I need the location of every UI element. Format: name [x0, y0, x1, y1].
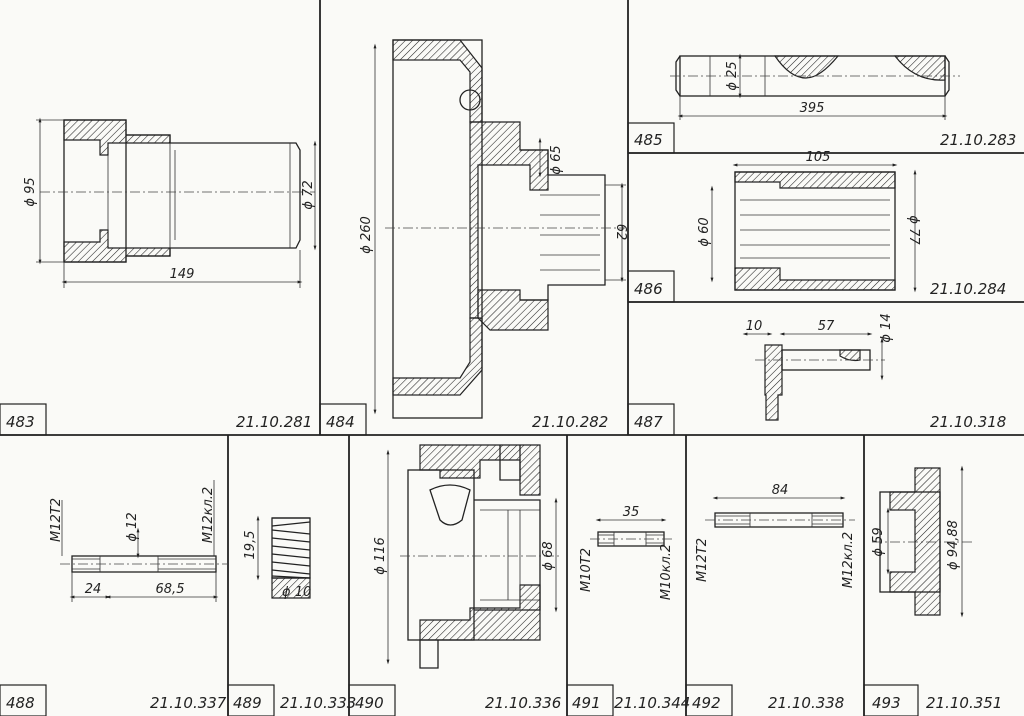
label-cells: 483 21.10.281 484 21.10.282 485 21.10.28… — [0, 122, 1016, 716]
dim-493-dia94-88: ϕ 94,88 — [946, 520, 961, 570]
dim-491-m10kl2: M10кл.2 — [659, 544, 674, 600]
dim-483-dia72: ϕ 72 — [301, 180, 316, 209]
dim-490-dia116: ϕ 116 — [373, 537, 388, 575]
dim-487-10: 10 — [746, 319, 763, 334]
panel-number-491: 491 — [572, 694, 601, 712]
panel-number-487: 487 — [634, 413, 663, 431]
panel-number-493: 493 — [872, 694, 901, 712]
part-492-drawing: 84 M12T2 M12кл.2 — [695, 483, 856, 588]
dim-489-19-5: 19,5 — [243, 531, 258, 560]
dim-492-84: 84 — [772, 483, 789, 498]
dim-488-m12t2: M12T2 — [49, 498, 64, 542]
panel-code-485: 21.10.283 — [940, 131, 1016, 149]
part-490-drawing: ϕ 116 ϕ 68 — [373, 444, 560, 669]
part-483-drawing: ϕ 95 ϕ 72 149 — [23, 117, 317, 288]
dim-492-m12t2: M12T2 — [695, 538, 710, 582]
dim-487-dia14: ϕ 14 — [879, 313, 894, 342]
panel-code-483: 21.10.281 — [236, 413, 312, 431]
panel-code-491: 21.10.344 — [614, 694, 690, 712]
part-486-drawing: 105 ϕ 60 ϕ 77 — [697, 150, 921, 293]
dim-488-dia12: ϕ 12 — [125, 512, 140, 541]
panel-number-488: 488 — [6, 694, 35, 712]
dim-493-dia59: ϕ 59 — [871, 527, 886, 556]
panel-code-493: 21.10.351 — [926, 694, 1002, 712]
dim-492-m12kl2: M12кл.2 — [841, 532, 856, 588]
dim-487-57: 57 — [818, 319, 835, 334]
dim-486-len105: 105 — [806, 150, 831, 165]
panel-code-484: 21.10.282 — [532, 413, 608, 431]
dim-484-dia65: ϕ 65 — [549, 145, 564, 174]
dim-486-dia60: ϕ 60 — [697, 217, 712, 246]
panel-code-488: 21.10.337 — [150, 694, 227, 712]
dim-491-35: 35 — [623, 505, 640, 520]
panel-number-490: 490 — [355, 694, 384, 712]
panel-code-487: 21.10.318 — [930, 413, 1006, 431]
dim-488-m12kl2: M12кл.2 — [201, 487, 216, 543]
panel-code-490: 21.10.336 — [485, 694, 561, 712]
panel-number-486: 486 — [634, 280, 663, 298]
part-488-drawing: M12T2 ϕ 12 M12кл.2 24 68,5 — [49, 480, 228, 602]
dim-489-dia10: ϕ 10 — [282, 585, 311, 600]
dim-488-68-5: 68,5 — [156, 582, 185, 597]
panel-code-489: 21.10.333 — [280, 694, 356, 712]
dim-488-24: 24 — [85, 582, 102, 597]
panel-number-489: 489 — [233, 694, 262, 712]
part-485-drawing: ϕ 25 395 — [670, 53, 960, 120]
dim-484-62: 62 — [613, 224, 628, 241]
dim-483-dia95: ϕ 95 — [23, 177, 38, 206]
part-487-drawing: 10 57 ϕ 14 — [742, 313, 894, 421]
part-491-drawing: 35 M10T2 M10кл.2 — [579, 505, 675, 600]
dim-485-dia25: ϕ 25 — [725, 61, 740, 90]
dim-485-len395: 395 — [800, 101, 825, 116]
dim-490-dia68: ϕ 68 — [541, 541, 556, 570]
part-493-drawing: ϕ 59 ϕ 94,88 — [871, 465, 975, 618]
panel-code-492: 21.10.338 — [768, 694, 844, 712]
panel-number-484: 484 — [326, 413, 355, 431]
panel-number-483: 483 — [6, 413, 35, 431]
panel-code-486: 21.10.284 — [930, 280, 1006, 298]
panel-number-485: 485 — [634, 131, 663, 149]
panel-number-492: 492 — [692, 694, 721, 712]
dim-483-len149: 149 — [170, 267, 195, 282]
part-484-drawing: ϕ 260 ϕ 65 62 — [359, 39, 628, 419]
part-489-drawing: 19,5 ϕ 10 — [243, 515, 311, 600]
dim-486-dia77: ϕ 77 — [906, 215, 921, 245]
dim-484-dia260: ϕ 260 — [359, 216, 374, 254]
dim-491-m10t2: M10T2 — [579, 548, 594, 592]
